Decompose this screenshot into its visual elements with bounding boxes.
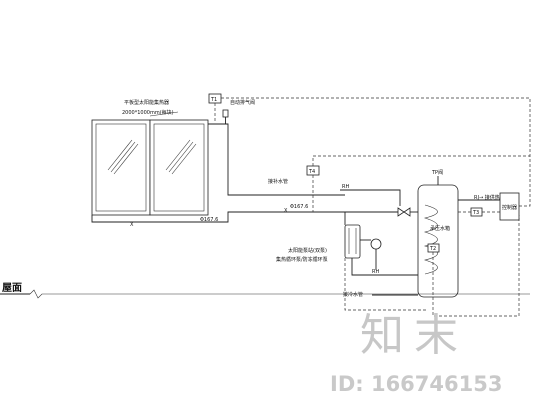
- collector-glass-hatch-icon: [107, 139, 197, 175]
- collector-size: 2000*1000mm(每块): [122, 109, 174, 116]
- sensor-t1-label: T1: [210, 97, 217, 103]
- pipe-makeup: [340, 189, 401, 206]
- tp-valve-label: TP阀: [431, 169, 443, 176]
- collector-title: 平板型太阳能集热器: [124, 99, 169, 106]
- solar-collector-array: [91, 111, 209, 216]
- dim-lower: Φ167.6: [200, 217, 218, 223]
- signal-line-t1: [221, 97, 531, 207]
- controller-label: 控制器: [502, 204, 517, 211]
- rj-hot-water-label: RJ→ 接供热水管: [474, 194, 510, 201]
- pump-station: [344, 224, 361, 259]
- signal-line-pump: [344, 258, 426, 311]
- watermark-logo: 知末: [360, 310, 468, 361]
- roof-label: 屋面: [2, 282, 22, 294]
- exhaust-valve-label: 自动排气阀: [230, 99, 255, 106]
- expansion-tank-icon: [370, 238, 382, 270]
- collector-panel-right: [149, 119, 209, 216]
- tank-label: 承压水箱: [430, 225, 450, 232]
- roof-break-line: [29, 289, 530, 299]
- pump-station-label-1: 太阳能泵站(双泵): [288, 247, 327, 254]
- collector-panel-left: [91, 119, 151, 216]
- pipe-return-lower: [91, 211, 400, 223]
- signal-line-t4: [312, 155, 530, 166]
- valve-icon: [397, 207, 411, 217]
- signal-line-t2: [432, 215, 520, 317]
- sensor-t3-label: T3: [472, 210, 479, 216]
- sensor-t2: [427, 243, 440, 253]
- dim-upper: Φ167.6: [290, 204, 308, 210]
- makeup-water-label: 接补水管: [268, 178, 288, 185]
- sensor-t4-label: T4: [308, 169, 315, 175]
- pipe-x2: X: [130, 222, 134, 228]
- pressure-tank: [417, 184, 459, 298]
- watermark-id: ID: 166746153: [330, 372, 502, 396]
- rh-top-label: RH: [342, 184, 349, 190]
- pipe-supply-upper: [208, 123, 345, 196]
- controller-box: [499, 192, 520, 221]
- pipe-pump-return: [351, 258, 418, 276]
- pump-station-label-2: 集热循环泵/防冻循环泵: [276, 256, 328, 263]
- tank-coil-icon: [423, 204, 438, 275]
- exhaust-valve-icon: [222, 109, 229, 124]
- rh-bottom-label: RH: [372, 269, 379, 275]
- sensor-t2-label: T2: [429, 246, 436, 252]
- cold-water-label: 接冷水管: [343, 291, 363, 298]
- pipe-x1: X: [284, 208, 288, 214]
